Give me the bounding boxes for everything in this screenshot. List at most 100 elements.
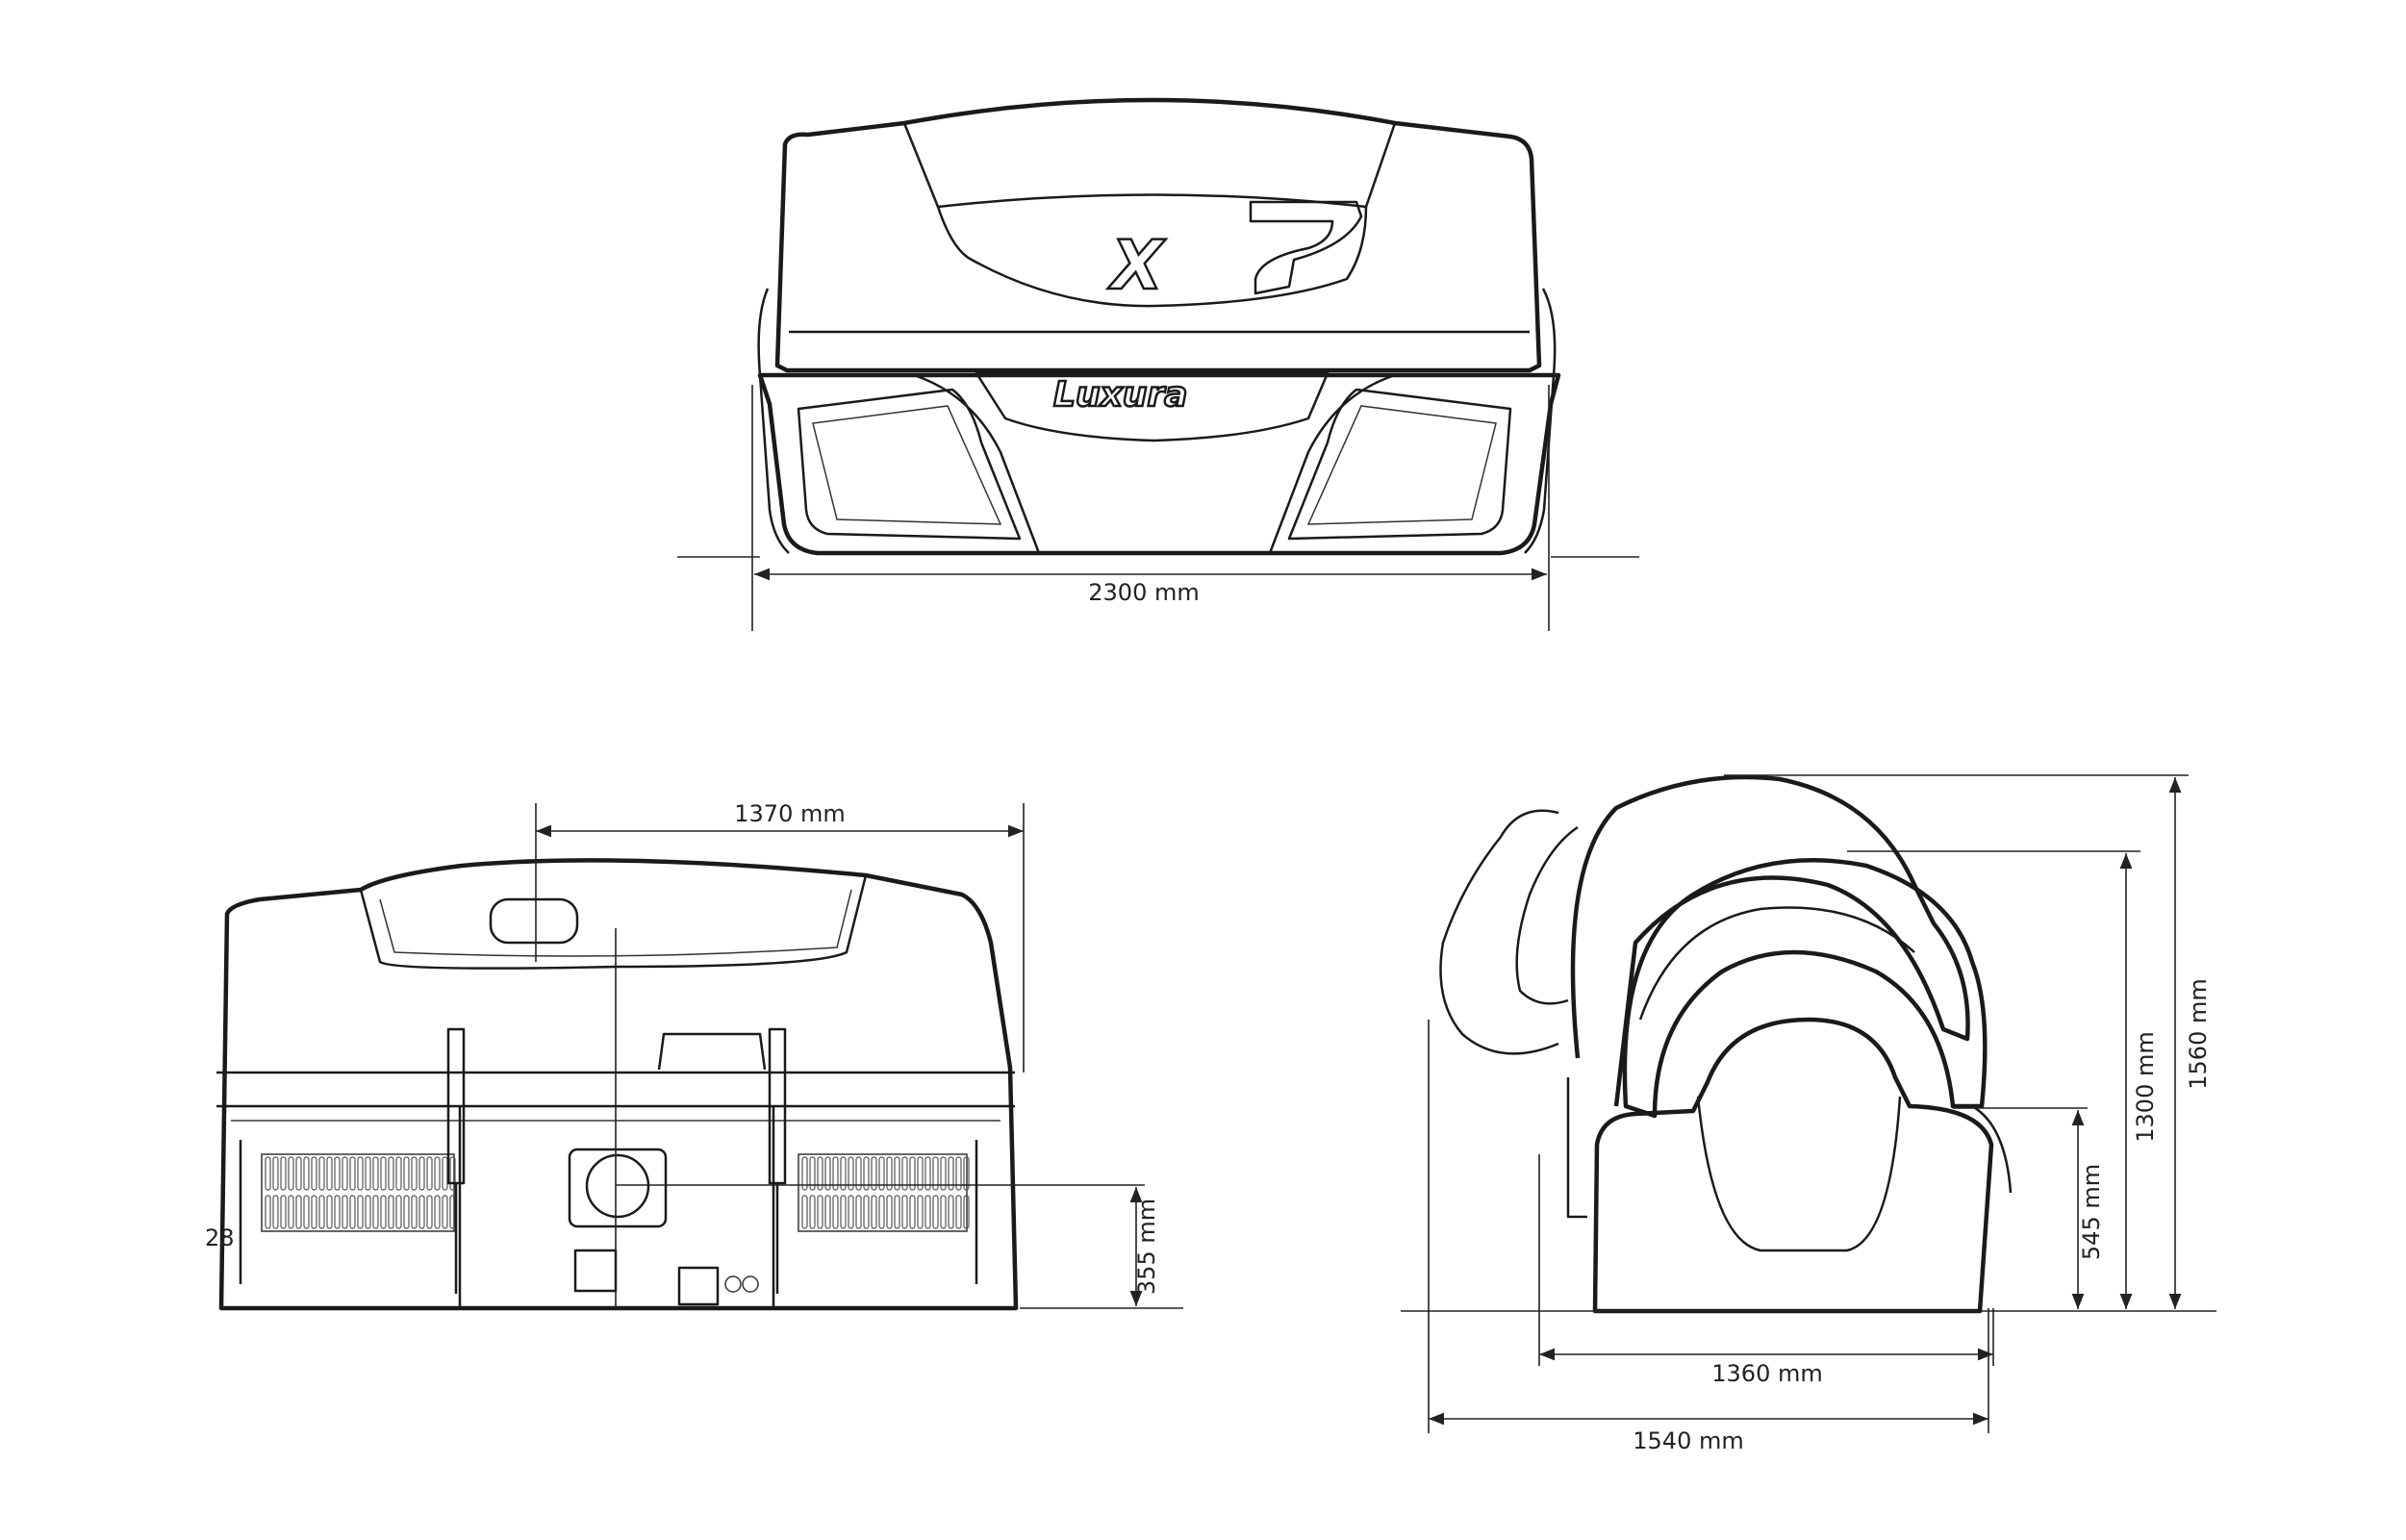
grill-slat [288,1156,294,1191]
side-view: 1360 mm 1540 mm 545 mm 1300 mm 1560 mm [1401,774,2216,1454]
grill-slat [303,1156,310,1191]
grill-slat [932,1195,939,1229]
grill-slat [411,1195,418,1229]
grill-slat [326,1156,333,1191]
grill-slat [963,1195,970,1229]
rear-view-grill-left [261,1153,455,1232]
grill-slat [917,1156,924,1191]
grill-slat [809,1195,816,1229]
grill-slat [334,1156,341,1191]
grill-slat [963,1156,970,1191]
top-view-side-left [757,288,790,554]
grill-slat [832,1156,839,1191]
grill-slat [372,1195,379,1229]
grill-slat [334,1195,341,1229]
grill-slat [449,1156,456,1191]
grill-slat [311,1156,317,1191]
side-height-total-label: 1560 mm [2185,978,2212,1089]
grill-slat [801,1195,808,1229]
grill-slat [955,1195,962,1229]
grill-slat [801,1156,808,1191]
brand-logo: Luxura [1053,375,1187,415]
grill-slat [948,1195,954,1229]
grill-slat [326,1195,333,1229]
grill-slat [824,1195,831,1229]
rear-view-grill-right [798,1153,968,1232]
grill-slat [878,1156,885,1191]
grill-slat [418,1156,425,1191]
side-view-lower-canopy [1622,858,1988,1119]
grill-slat [940,1195,947,1229]
grill-slat [272,1156,279,1191]
grill-slat [418,1195,425,1229]
grill-slat [372,1156,379,1191]
top-view-vent-right [1287,388,1512,541]
model-logo-seven [1249,200,1363,295]
side-depth-inner-label: 1360 mm [1711,1360,1822,1387]
rear-view: 1370 mm 355 mm 28 [205,800,1183,1311]
top-view-canopy-panel [902,122,1397,209]
rear-view-handle [489,897,579,945]
grill-slat [265,1156,271,1191]
grill-slat [288,1195,294,1229]
grill-slat [342,1195,348,1229]
rear-view-label-plate [573,1249,618,1293]
grill-slat [894,1156,900,1191]
grill-slat [886,1156,893,1191]
grill-slat [426,1195,433,1229]
grill-slat [272,1195,279,1229]
grill-slat [863,1156,870,1191]
grill-slat [442,1195,448,1229]
side-height-mid-label: 1300 mm [2132,1031,2159,1142]
grill-slat [357,1156,364,1191]
grill-slat [894,1195,900,1229]
grill-slat [426,1156,433,1191]
grill-slat [380,1195,387,1229]
side-view-air-hose [1439,809,1559,1055]
top-view-brand-panel [975,371,1330,442]
grill-slat [265,1195,271,1229]
grill-slat [349,1195,356,1229]
grill-slat [403,1195,410,1229]
grill-slat [871,1156,877,1191]
grill-slat [932,1156,939,1191]
side-height-low-label: 545 mm [2078,1164,2105,1260]
grill-slat [909,1195,916,1229]
grill-slat [342,1156,348,1191]
top-view: X Luxura 2300 mm [677,97,1639,631]
grill-slat [940,1156,947,1191]
grill-slat [295,1195,302,1229]
grill-slat [824,1156,831,1191]
grill-slat [395,1156,402,1191]
grill-slat [863,1195,870,1229]
rear-view-body [218,858,1019,1311]
grill-slat [855,1195,862,1229]
rear-view-connector [677,1266,720,1306]
front-height-label: 355 mm [1133,1199,1160,1295]
grill-slat [924,1195,931,1229]
grill-slat [955,1156,962,1191]
grill-slat [318,1195,325,1229]
side-view-base [1592,1017,1994,1314]
grill-slat [917,1195,924,1229]
grill-slat [349,1156,356,1191]
grill-slat [909,1156,916,1191]
grill-slat [388,1156,394,1191]
grill-slat [924,1156,931,1191]
grill-slat [395,1195,402,1229]
grill-slat [832,1195,839,1229]
grill-slat [442,1156,448,1191]
top-view-logo-panel [936,206,1368,308]
grill-slat [901,1195,908,1229]
grill-slat [855,1156,862,1191]
grill-slat [388,1195,394,1229]
grill-slat [848,1195,854,1229]
grill-slat [280,1156,287,1191]
grill-slat [280,1195,287,1229]
grill-slat [365,1156,371,1191]
side-depth-outer-label: 1540 mm [1633,1427,1743,1454]
grill-slat [303,1195,310,1229]
rear-view-air-outlet [568,1148,668,1228]
